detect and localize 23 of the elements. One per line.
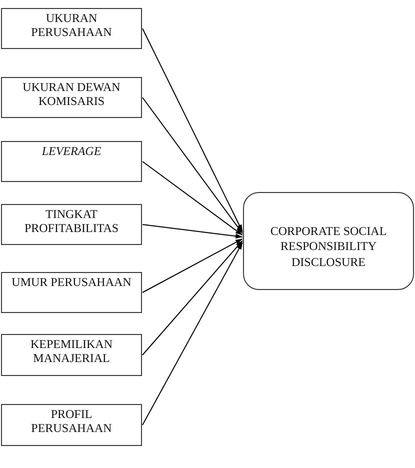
arrow	[142, 238, 243, 293]
variable-box	[1, 141, 142, 182]
variable-box	[1, 8, 142, 49]
arrow	[142, 224, 243, 239]
variable-box	[1, 404, 142, 446]
arrow	[142, 242, 243, 426]
arrow	[142, 97, 243, 234]
box-label: CORPORATE SOCIAL RESPONSIBILITY DISCLOSURE	[269, 224, 388, 270]
rounded-box	[243, 192, 414, 290]
variable-box	[1, 334, 142, 376]
variable-box	[1, 204, 142, 245]
arrow	[142, 161, 243, 236]
box-label: UKURAN DEWAN KOMISARIS	[22, 80, 122, 108]
box-label: UMUR PERUSAHAAN	[12, 275, 132, 289]
box-label: LEVERAGE	[42, 144, 102, 158]
arrow	[142, 240, 243, 356]
box-label: TINGKAT PROFITABILITAS	[23, 207, 120, 235]
box-label: KEPEMILIKAN MANAJERIAL	[30, 337, 114, 365]
variable-box	[1, 272, 142, 313]
arrow	[142, 28, 243, 232]
box-label: PROFIL PERUSAHAAN	[30, 407, 113, 435]
box-label: UKURAN PERUSAHAAN	[30, 11, 113, 39]
variable-box	[1, 77, 142, 118]
